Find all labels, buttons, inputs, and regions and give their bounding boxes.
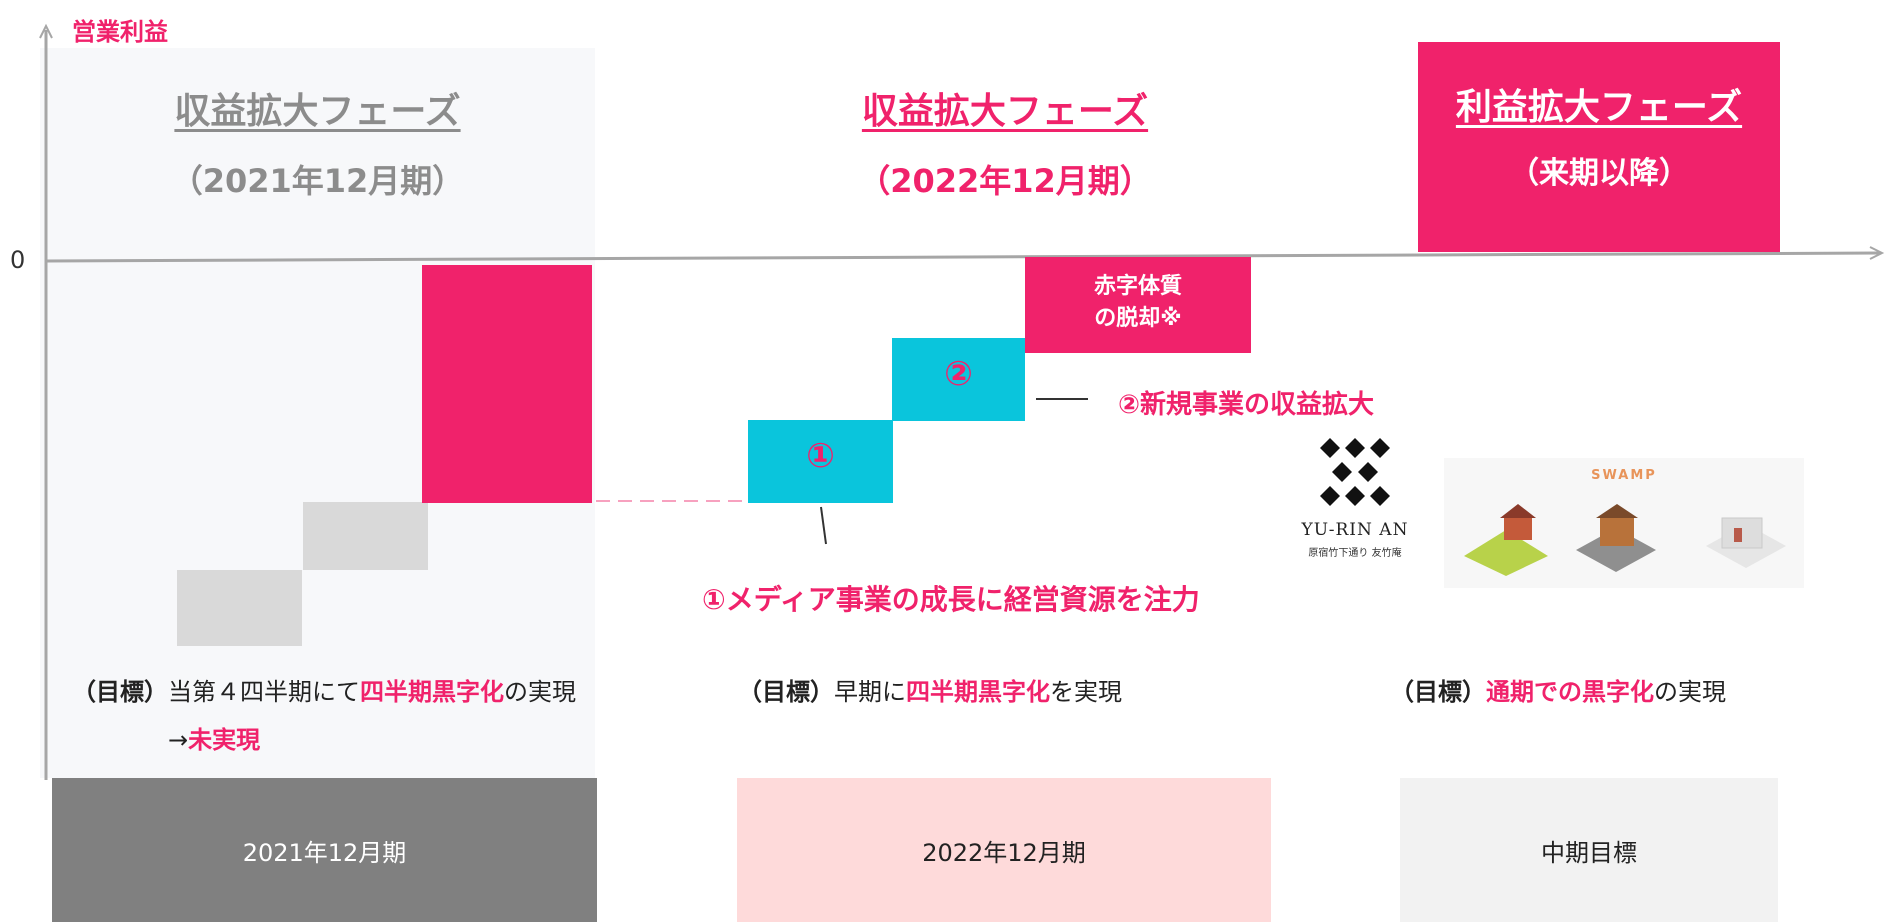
phase-period-2022: （2022年12月期） [858,162,1152,200]
x-axis-arrow [1869,246,1885,260]
goal-2021: （目標）当第４四半期にて四半期黒字化の実現 [72,672,576,707]
phase-header-future: 利益拡大フェーズ （来期以降） [1418,42,1780,252]
goal-2021-result: →未実現 [168,720,260,755]
deficit-box: 赤字体質 の脱却※ [1025,257,1251,353]
swamp-buildings-icon [1464,504,1786,576]
phase-title-2021: 収益拡大フェーズ [174,91,461,132]
gray-bar-1 [177,570,302,646]
tab-midterm: 中期目標 [1400,778,1778,922]
tab-2021: 2021年12月期 [52,778,597,922]
deficit-label: 赤字体質 の脱却※ [1093,274,1182,331]
phase-title-future: 利益拡大フェーズ [1455,87,1743,128]
goal-future: （目標）通期での黒字化の実現 [1390,672,1726,707]
phase-title-2022: 収益拡大フェーズ [861,91,1149,132]
yurinan-name: YU-RIN AN [1301,520,1409,540]
goal-future-text-c: の実現 [1654,678,1726,706]
yurinan-logo: YU-RIN AN 原宿竹下通り 友竹庵 [1300,436,1410,559]
phase-header-2022: 収益拡大フェーズ （2022年12月期） [740,82,1270,202]
tab-2022: 2022年12月期 [737,778,1271,922]
goal-2021-text-c: の実現 [504,678,576,706]
goal-future-highlight: 通期での黒字化 [1486,678,1654,706]
yurinan-emblem-icon [1320,438,1390,506]
cyan-bar-step2: ② [892,338,1025,421]
step1-badge: ① [806,436,835,476]
goal-2021-text-a: 当第４四半期にて [168,678,360,706]
swamp-label: SWAMP [1591,468,1657,483]
y-axis-label: 営業利益 [72,18,168,46]
step2-annotation: ②新規事業の収益拡大 [1118,390,1375,420]
yurinan-subtitle: 原宿竹下通り 友竹庵 [1308,548,1402,559]
zero-label: 0 [10,246,26,274]
swamp-image: SWAMP [1444,458,1804,588]
goal-2021-result-text: 未実現 [188,726,261,754]
goal-2022-text-a: 早期に [834,678,906,706]
phase-period-future: （来期以降） [1509,156,1689,191]
x-axis [45,251,1881,263]
pink-bar-2021 [422,265,592,503]
y-axis-arrow [39,23,53,39]
goal-2022-prefix: （目標） [738,678,834,706]
phase-header-2021: 収益拡大フェーズ （2021年12月期） [40,82,595,202]
step1-annotation: ①メディア事業の成長に経営資源を注力 [702,583,1200,616]
gray-bar-2 [303,502,428,570]
leader-line-1 [820,506,827,545]
goal-2021-arrow: → [168,726,189,754]
goal-2022: （目標）早期に四半期黒字化を実現 [738,672,1122,707]
goal-2022-text-c: を実現 [1050,678,1122,706]
cyan-bar-step1: ① [748,420,893,503]
goal-future-prefix: （目標） [1390,678,1486,706]
step2-badge: ② [944,354,973,394]
phase-period-2021: （2021年12月期） [170,162,465,200]
goal-2022-highlight: 四半期黒字化 [906,678,1050,706]
goal-2021-prefix: （目標） [72,678,168,706]
goal-2021-highlight: 四半期黒字化 [360,678,504,706]
